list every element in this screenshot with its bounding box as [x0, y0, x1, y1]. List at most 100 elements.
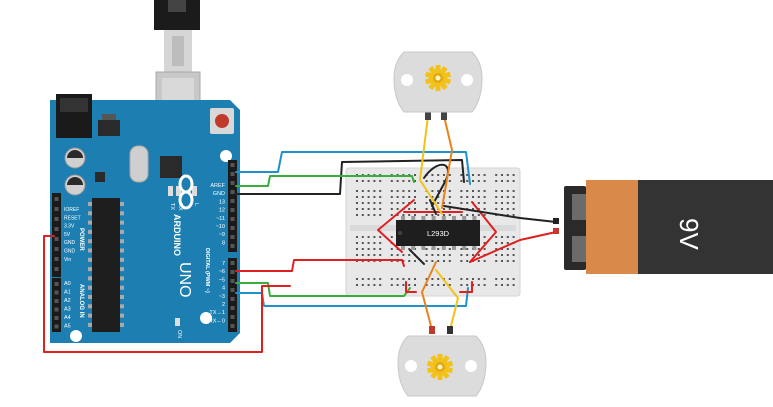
gear-tooth	[437, 374, 443, 380]
dc-motor-bottom[interactable]	[397, 335, 487, 397]
wire-red-bottom	[405, 281, 417, 293]
breadboard-hole	[483, 180, 486, 182]
arduino-model: UNO	[176, 262, 193, 298]
breadboard-hole	[466, 260, 469, 262]
breadboard-hole	[396, 214, 399, 216]
breadboard-hole	[425, 254, 428, 256]
breadboard-hole	[495, 190, 498, 192]
breadboard-hole	[356, 236, 358, 238]
analog-in-label: ANALOG IN	[78, 284, 84, 318]
breadboard-hole	[402, 196, 405, 198]
gear-icon	[426, 354, 454, 380]
power-header[interactable]	[52, 193, 61, 277]
breadboard-hole	[437, 284, 440, 286]
arduino-uno-board[interactable]: TX RX L ARDUINO UNO ON IOREFRESET3.3V5VG…	[50, 94, 240, 343]
breadboard-hole	[356, 254, 358, 256]
breadboard-hole	[379, 190, 382, 192]
header-hole	[54, 267, 59, 271]
breadboard-hole	[466, 202, 469, 204]
breadboard-hole	[373, 190, 376, 192]
breadboard-hole	[431, 202, 434, 204]
breadboard-hole	[402, 202, 405, 204]
header-hole	[230, 235, 235, 239]
breadboard-hole	[379, 180, 382, 182]
breadboard-hole	[460, 248, 463, 250]
wires[interactable]	[43, 115, 557, 353]
breadboard-hole	[367, 202, 370, 204]
breadboard-hole	[472, 180, 474, 182]
breadboard-hole	[437, 202, 440, 204]
chip-pin	[88, 322, 92, 327]
breadboard-hole	[506, 248, 509, 250]
header-hole	[230, 288, 235, 292]
breadboard-hole	[460, 254, 463, 256]
breadboard-hole	[390, 190, 393, 192]
breadboard-hole	[390, 284, 393, 286]
breadboard-hole	[472, 196, 474, 198]
breadboard-hole	[437, 214, 440, 216]
breadboard-hole	[501, 254, 503, 256]
breadboard-hole	[408, 254, 411, 256]
chip-pin	[88, 285, 92, 290]
chip-leg	[441, 216, 446, 220]
chip-pin	[88, 313, 92, 318]
breadboard-hole	[466, 254, 469, 256]
breadboard-hole	[373, 248, 376, 250]
breadboard-hole	[425, 180, 428, 182]
rx-led	[176, 186, 181, 196]
breadboard-hole	[361, 208, 364, 210]
breadboard-hole	[495, 254, 498, 256]
wire-blue-top	[235, 151, 471, 185]
breadboard-hole	[373, 196, 376, 198]
breadboard-hole	[448, 180, 451, 182]
digital-header-top[interactable]	[228, 160, 237, 252]
header-hole	[230, 279, 235, 283]
pin-label: 4	[222, 286, 225, 292]
breadboard-hole	[390, 278, 393, 280]
battery-9v[interactable]: 9V	[564, 180, 773, 274]
breadboard-hole	[379, 196, 382, 198]
chip-pin	[88, 220, 92, 225]
breadboard-hole	[437, 278, 440, 280]
chip-leg	[411, 246, 416, 250]
breadboard-hole	[437, 196, 440, 198]
breadboard-hole	[477, 180, 480, 182]
breadboard-hole	[373, 278, 376, 280]
breadboard-hole	[431, 214, 434, 216]
gear-icon	[424, 65, 452, 91]
l293d-driver-chip[interactable]: L293D	[396, 216, 480, 250]
header-hole	[230, 270, 235, 274]
chip-leg	[472, 216, 477, 220]
arduino-logo-icon	[178, 174, 194, 210]
breadboard-hole	[506, 196, 509, 198]
breadboard-hole	[483, 242, 486, 244]
chip-pin	[120, 285, 124, 290]
wire-green-5	[235, 282, 411, 297]
breadboard-hole	[466, 284, 469, 286]
breadboard-hole	[356, 202, 358, 204]
breadboard-hole	[402, 214, 405, 216]
breadboard-hole	[425, 208, 428, 210]
breadboard-hole	[495, 208, 498, 210]
dc-motor-top[interactable]	[393, 51, 483, 113]
pin-label: AREF	[210, 183, 225, 189]
chip-leg	[462, 216, 467, 220]
breadboard-hole	[443, 208, 445, 210]
breadboard-hole	[361, 284, 364, 286]
breadboard-hole	[483, 284, 486, 286]
breadboard-hole	[466, 278, 469, 280]
wire-blue-3	[235, 287, 469, 307]
breadboard-hole	[431, 278, 434, 280]
analog-header[interactable]	[52, 278, 61, 332]
breadboard-hole	[495, 284, 498, 286]
chip-pin	[120, 276, 124, 281]
breadboard-hole	[512, 174, 515, 176]
breadboard-hole	[396, 278, 399, 280]
breadboard-hole	[367, 284, 370, 286]
breadboard-hole	[512, 254, 515, 256]
pin-label: A2	[64, 298, 71, 304]
mounting-hole	[220, 150, 232, 162]
breadboard-hole	[460, 196, 463, 198]
digital-header-bottom[interactable]	[228, 258, 237, 332]
breadboard-hole	[408, 214, 411, 216]
